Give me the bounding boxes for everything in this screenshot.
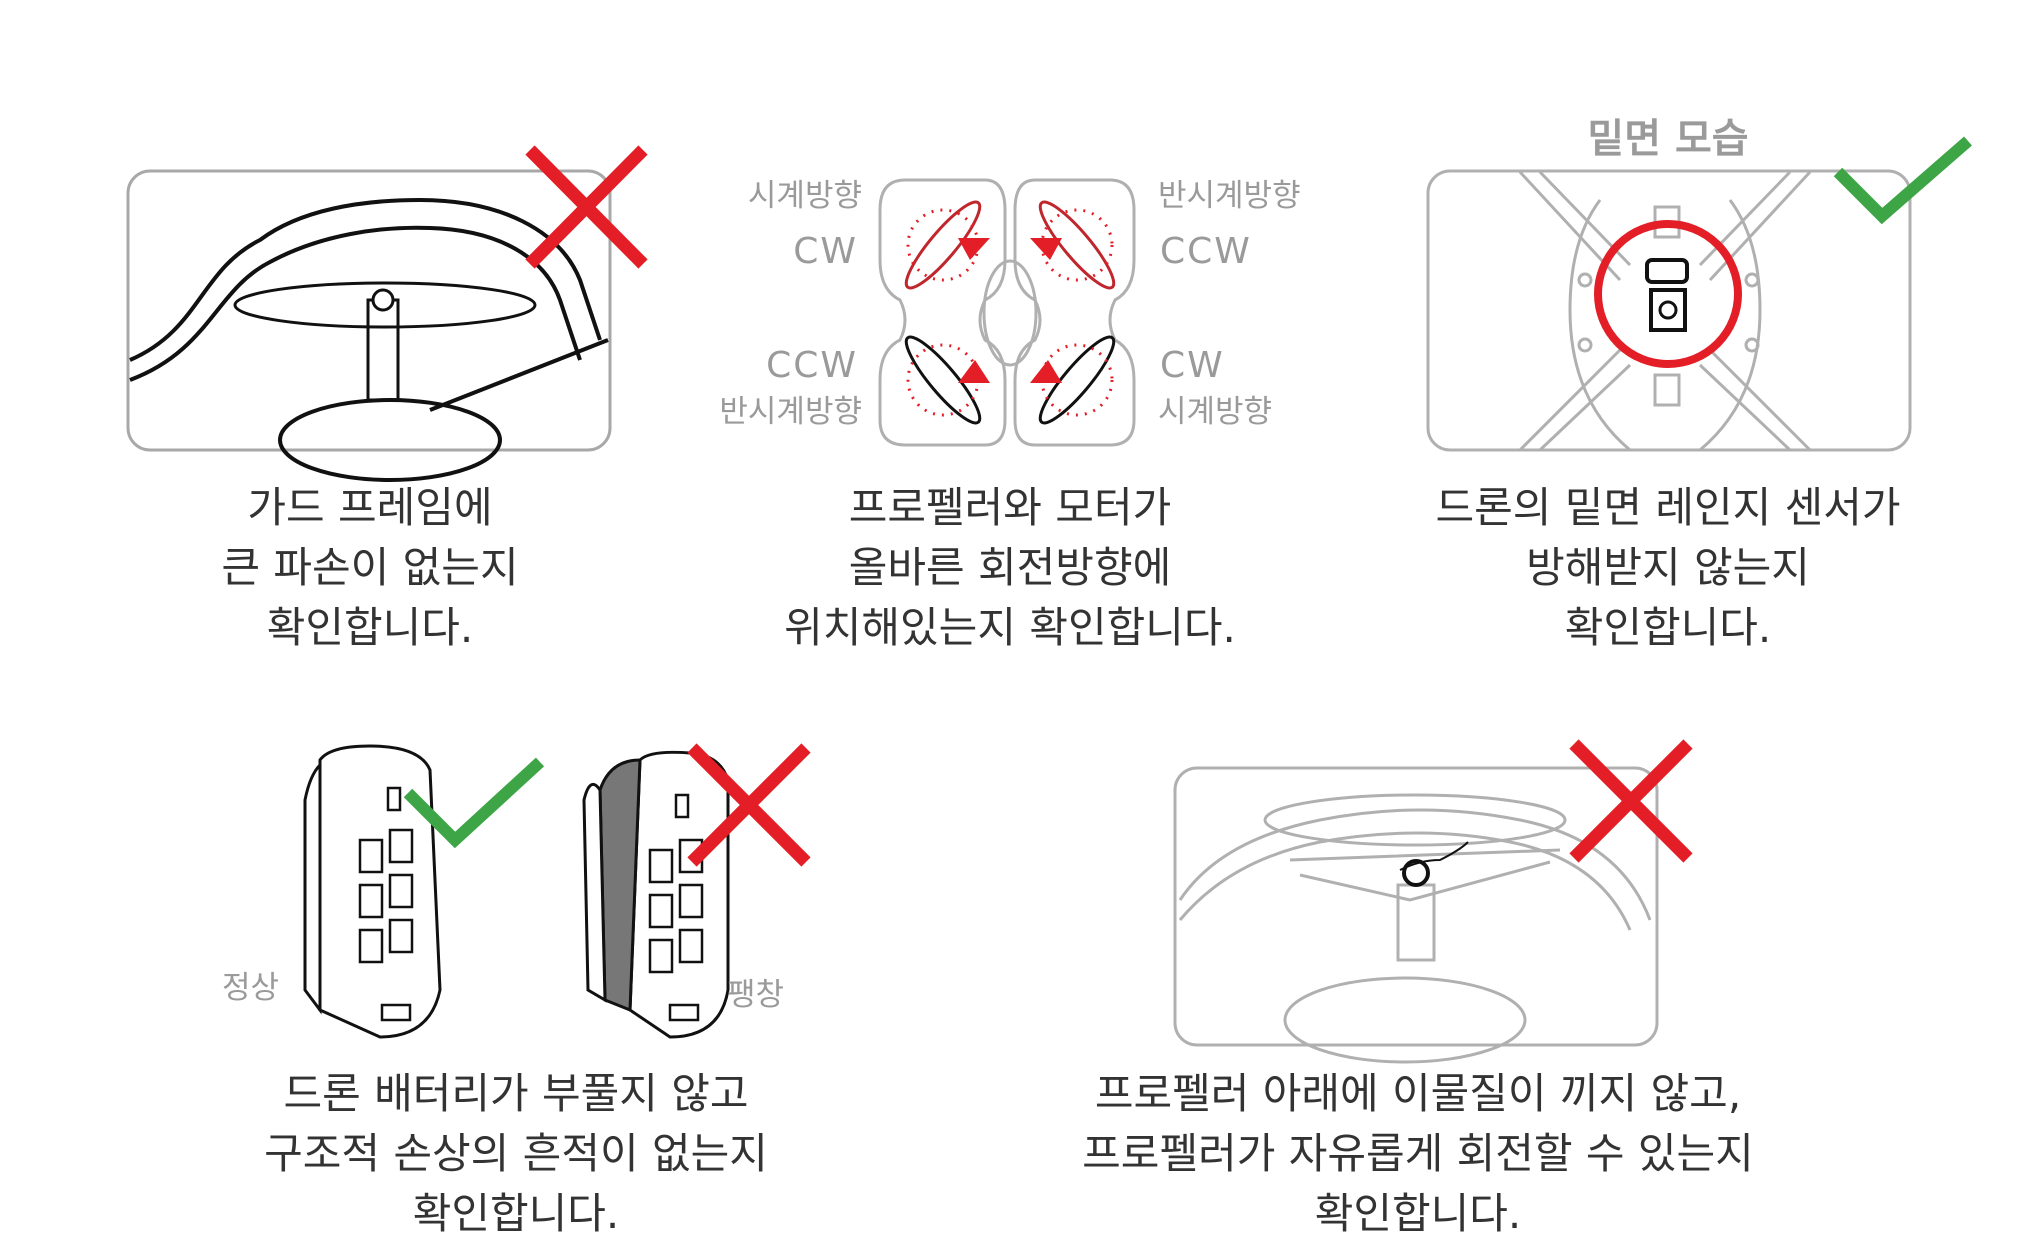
caption-line: 확인합니다. [1564,603,1772,652]
battery-swollen-illustration [582,750,730,1039]
caption-line: 프로펠러와 모터가 [848,483,1172,532]
propeller-cw-bottom-right [1038,335,1116,425]
battery-normal-label: 정상 [222,970,280,1006]
caption-line: 프로펠러 아래에 이물질이 끼지 않고, [1094,1069,1742,1118]
battery-caption: 드론 배터리가 부풀지 않고 구조적 손상의 흔적이 없는지 확인합니다. [264,1064,768,1244]
caption-line: 큰 파손이 없는지 [221,543,519,592]
caption-line: 드론의 밑면 레인지 센서가 [1435,483,1901,532]
drone-bottom-view-illustration [1426,169,1912,452]
battery-swollen-label: 팽창 [727,977,785,1013]
label-top-right-kr: 반시계방향 [1158,178,1301,214]
caption-line: 확인합니다. [266,603,474,652]
guard-frame-caption: 가드 프레임에 큰 파손이 없는지 확인합니다. [221,478,518,658]
propeller-direction-caption: 프로펠러와 모터가 올바른 회전방향에 위치해있는지 확인합니다. [784,478,1236,658]
propeller-ccw-top-right [1038,200,1116,290]
cross-icon [1569,739,1693,863]
caption-line: 위치해있는지 확인합니다. [784,603,1236,652]
caption-line: 확인합니다. [412,1189,620,1238]
cross-icon [525,145,648,269]
propeller-debris-caption: 프로펠러 아래에 이물질이 끼지 않고, 프로펠러가 자유롭게 회전할 수 있는… [1082,1064,1754,1244]
label-top-right-en: CCW [1160,231,1252,272]
caption-line: 올바른 회전방향에 [848,543,1172,592]
caption-line: 가드 프레임에 [247,483,493,532]
caption-line: 확인합니다. [1314,1189,1522,1238]
range-sensor-caption: 드론의 밑면 레인지 센서가 방해받지 않는지 확인합니다. [1435,478,1900,658]
label-bottom-left-en: CCW [766,345,858,386]
propeller-cw-top-left [904,200,982,290]
bottom-view-title: 밑면 모습 [1587,116,1749,162]
battery-normal-illustration [303,744,442,1039]
label-bottom-right-en: CW [1160,345,1225,386]
drone-top-view-illustration [878,178,1136,447]
label-top-left-en: CW [793,231,858,272]
cross-icon [687,743,811,867]
caption-line: 드론 배터리가 부풀지 않고 [283,1069,749,1118]
propeller-ccw-bottom-left [904,335,982,425]
check-icon [1833,136,1972,225]
caption-line: 프로펠러가 자유롭게 회전할 수 있는지 [1082,1129,1754,1178]
guard-frame-illustration [126,169,612,482]
label-top-left-kr: 시계방향 [747,178,862,214]
label-bottom-right-kr: 시계방향 [1158,394,1273,430]
caption-line: 구조적 손상의 흔적이 없는지 [264,1129,768,1178]
check-icon [403,757,545,849]
propeller-debris-illustration [1173,766,1659,1064]
caption-line: 방해받지 않는지 [1526,543,1810,592]
label-bottom-left-kr: 반시계방향 [719,394,862,430]
